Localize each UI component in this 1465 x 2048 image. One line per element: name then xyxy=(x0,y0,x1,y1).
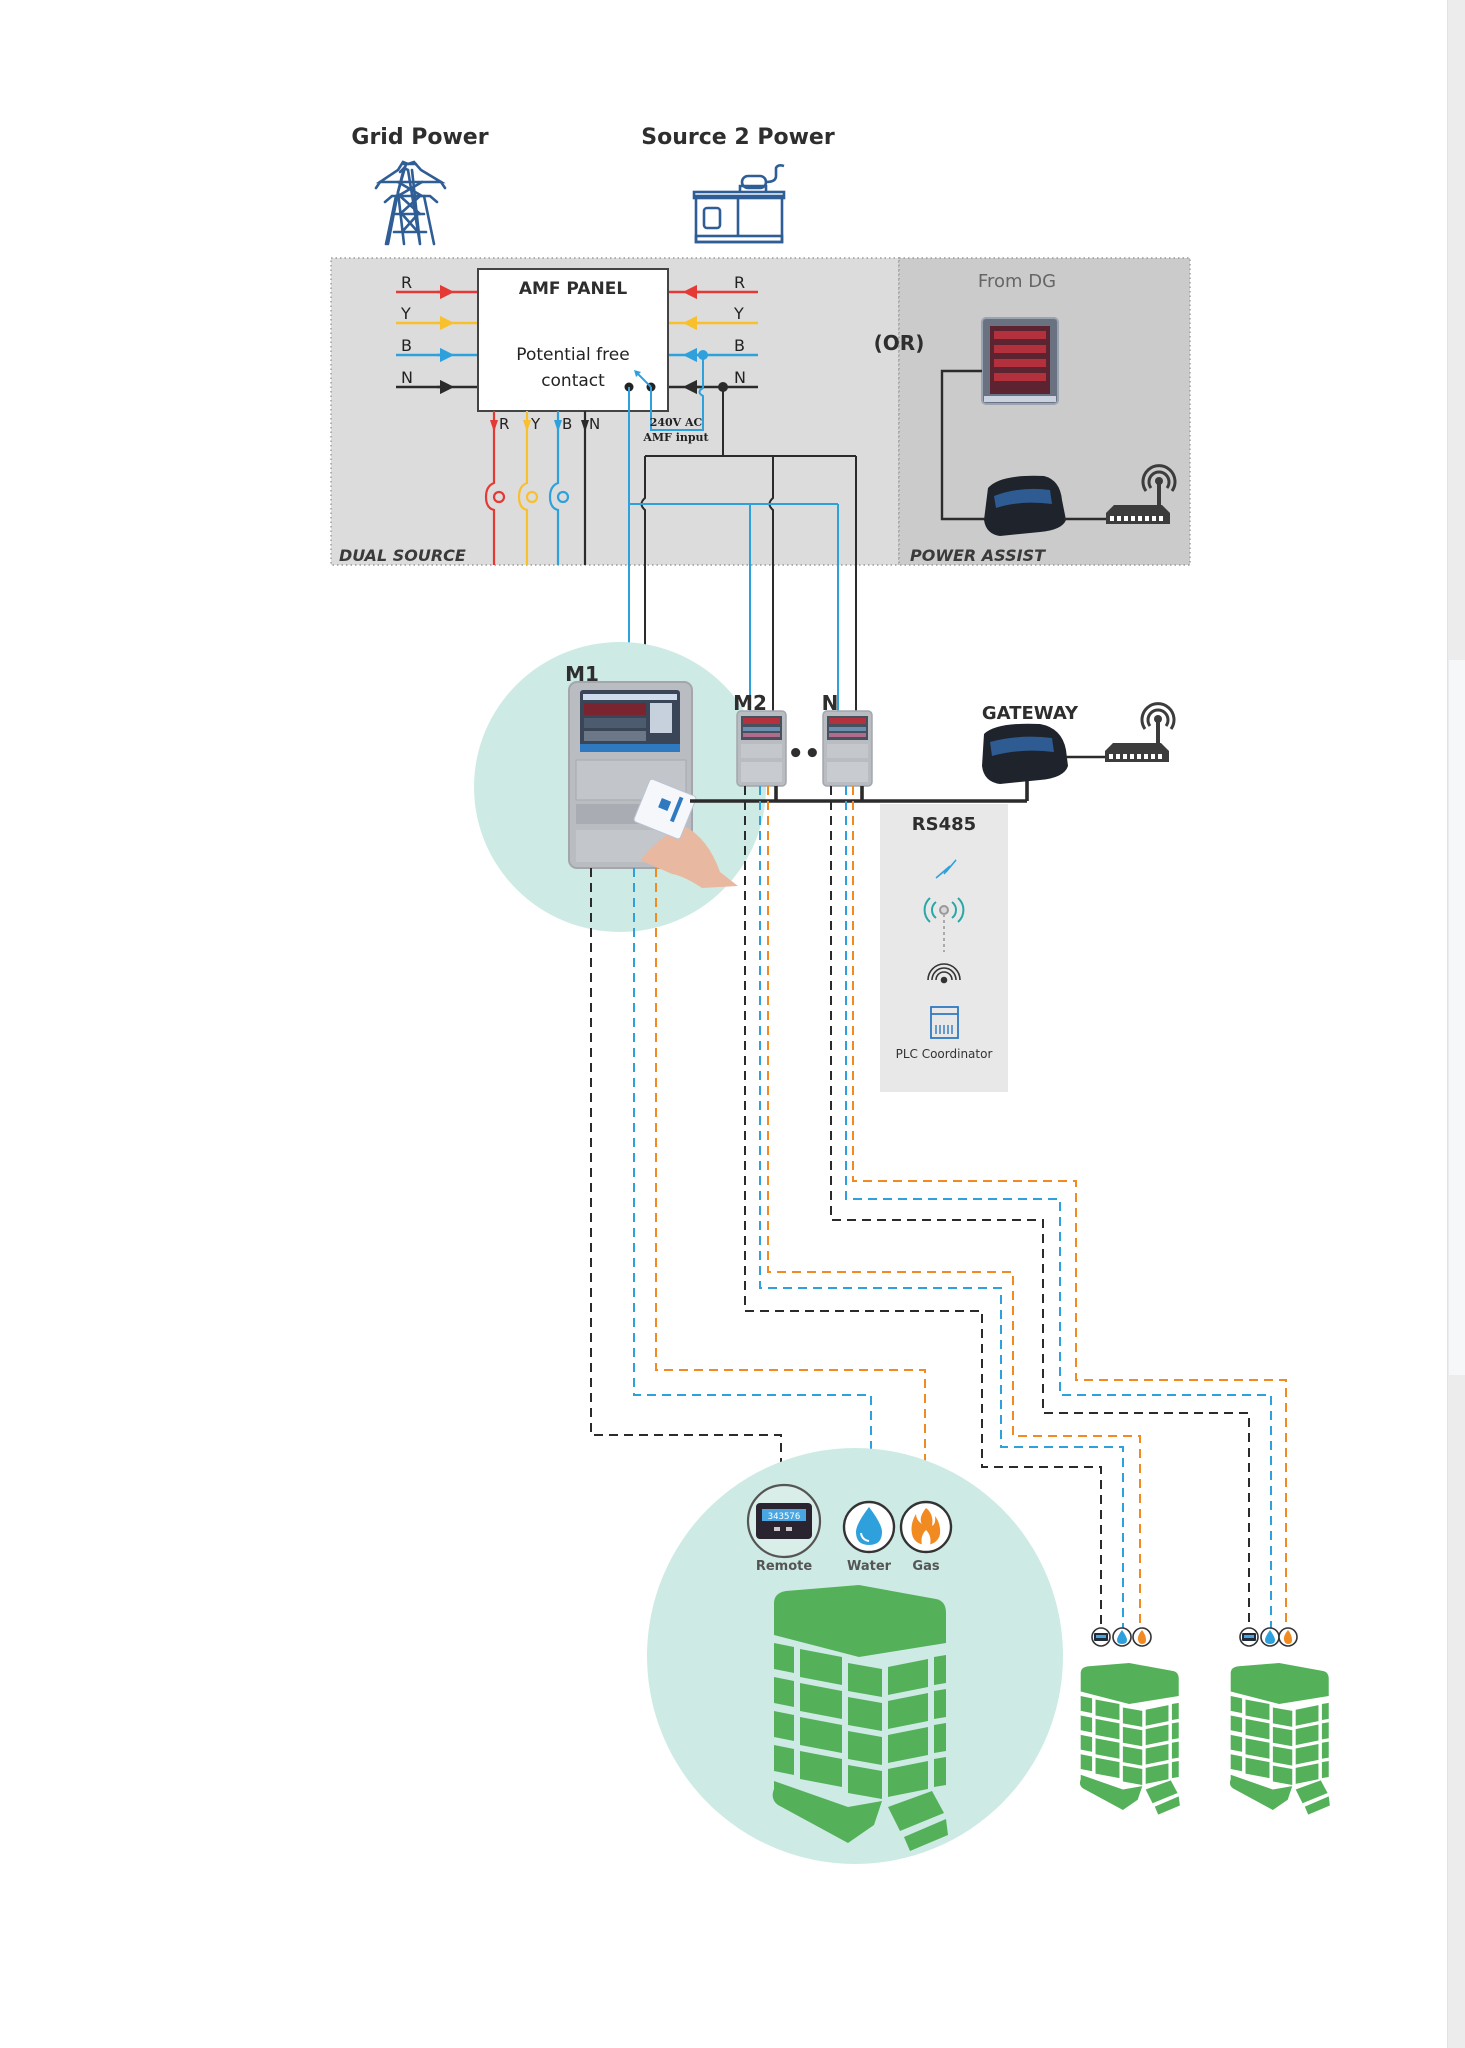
grid-phase-lines xyxy=(396,284,478,395)
gas-label: Gas xyxy=(912,1559,939,1574)
wifi-signal-icon xyxy=(927,963,961,984)
grid-phase-label-r: R xyxy=(401,273,412,292)
m2-gas-line xyxy=(767,786,1141,1628)
more-meters-ellipsis: •• xyxy=(787,739,820,769)
building3-utility-icons xyxy=(1239,1627,1298,1647)
amf-signal-distribution xyxy=(628,387,857,712)
m2-meter[interactable] xyxy=(736,710,787,787)
from-dg-label: From DG xyxy=(978,271,1056,292)
lightning-icon xyxy=(935,859,957,879)
m2-water-line xyxy=(759,786,1124,1628)
plc-coordinator-label: PLC Coordinator xyxy=(896,1047,993,1061)
m2-label: M2 xyxy=(733,691,767,715)
building2-utility-icons xyxy=(1091,1627,1152,1647)
m2-remote-line xyxy=(744,786,1102,1628)
amf-out-label-b: B xyxy=(562,415,572,433)
rs485-bus xyxy=(690,776,1029,803)
grid-power-label: Grid Power xyxy=(351,125,488,150)
gateway-router-icon xyxy=(1105,702,1176,762)
source2-phase-label-b: B xyxy=(734,336,745,355)
potential-free-label-2: contact xyxy=(541,371,605,391)
smart-card-in-hand-icon xyxy=(633,778,738,888)
power-assist-gateway-icon xyxy=(984,475,1066,536)
source2-phase-lines xyxy=(668,284,758,395)
diesel-generator-icon xyxy=(692,164,786,244)
grid-phase-label-n: N xyxy=(401,368,413,387)
building2-icon xyxy=(1079,1663,1180,1815)
main-building-circle xyxy=(647,1448,1063,1864)
transmission-tower-icon xyxy=(374,160,447,246)
water-drop-icon xyxy=(842,1500,896,1554)
dg-meter-icon xyxy=(981,317,1059,405)
amf-output-phase-lines xyxy=(484,411,589,565)
comm-options-panel xyxy=(880,804,1008,1092)
scrollbar-thumb[interactable] xyxy=(1449,660,1465,1375)
source2-phase-label-y: Y xyxy=(733,304,744,323)
or-label: (OR) xyxy=(874,331,925,355)
amf-input-voltage-label: 240V AC xyxy=(650,416,703,429)
m1-remote-line xyxy=(590,868,782,1484)
gateway-device-icon[interactable] xyxy=(982,723,1068,784)
gas-flame-icon xyxy=(899,1500,953,1554)
amf-input-label: AMF input xyxy=(642,431,709,444)
amf-input-wiring xyxy=(650,350,728,456)
amf-panel-title: AMF PANEL xyxy=(519,279,628,299)
source2-phase-label-r: R xyxy=(734,273,745,292)
grid-phase-label-b: B xyxy=(401,336,412,355)
building3-icon xyxy=(1229,1663,1330,1815)
grid-phase-label-y: Y xyxy=(400,304,411,323)
n-gas-line xyxy=(852,786,1287,1628)
remote-display-icon: 343576 xyxy=(746,1483,822,1559)
n-meter[interactable] xyxy=(822,710,873,787)
plc-coordinator-icon xyxy=(930,1006,959,1039)
amf-out-label-n: N xyxy=(589,415,600,433)
m1-gas-line xyxy=(655,868,926,1512)
source2-power-label: Source 2 Power xyxy=(641,125,835,150)
vertical-scrollbar[interactable] xyxy=(1447,0,1465,2048)
m1-label: M1 xyxy=(565,662,599,686)
n-meter-label: N xyxy=(822,691,839,715)
n-water-line xyxy=(845,786,1272,1628)
remote-display-value: 343576 xyxy=(768,1512,801,1522)
amf-out-label-r: R xyxy=(499,415,509,433)
amf-panel-box xyxy=(477,268,669,412)
rs485-label: RS485 xyxy=(912,814,976,835)
amf-out-label-y: Y xyxy=(530,415,541,433)
m1-water-line xyxy=(633,868,872,1516)
potential-free-label-1: Potential free xyxy=(516,345,629,365)
power-assist-label: POWER ASSIST xyxy=(910,546,1046,565)
remote-label: Remote xyxy=(756,1559,813,1574)
source2-phase-label-n: N xyxy=(734,368,746,387)
gateway-label: GATEWAY xyxy=(982,703,1079,724)
water-label: Water xyxy=(847,1559,892,1574)
n-remote-line xyxy=(830,786,1250,1628)
rf-antenna-icon xyxy=(923,897,965,952)
utility-dashed-lines xyxy=(590,786,1287,1628)
power-assist-link xyxy=(940,369,985,521)
power-assist-router-icon xyxy=(1106,464,1177,524)
dual-source-label: DUAL SOURCE xyxy=(339,546,466,565)
